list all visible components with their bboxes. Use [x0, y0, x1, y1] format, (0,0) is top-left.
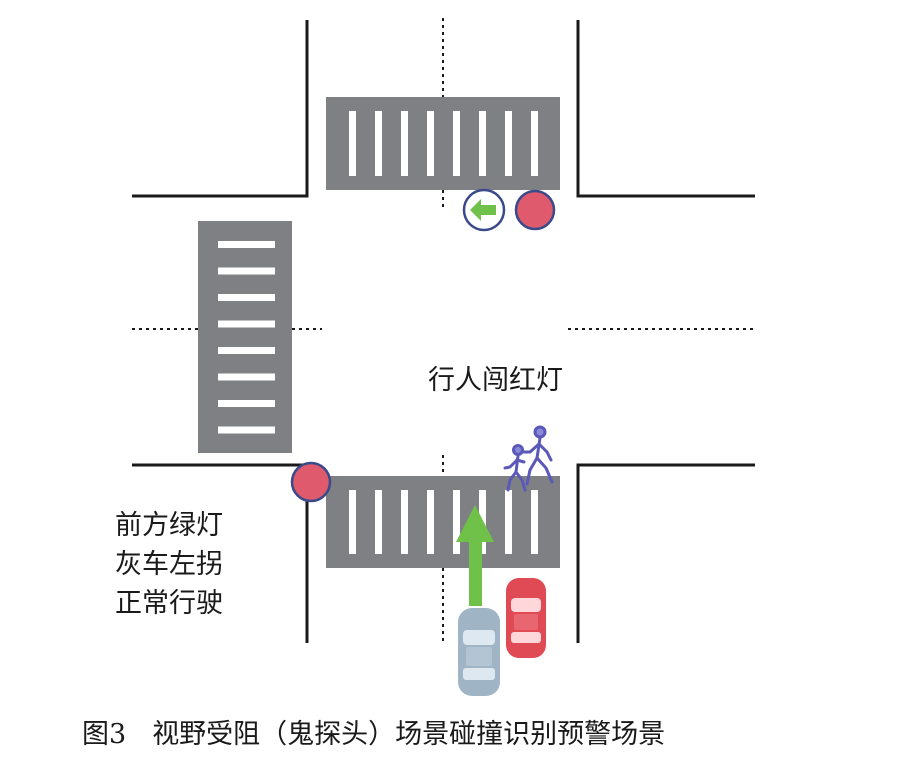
- crosswalk-stripe: [427, 111, 434, 176]
- crosswalk-west: [198, 221, 292, 453]
- road-edge-se: [576, 463, 755, 643]
- figure-caption: 图3 视野受阻（鬼探头）场景碰撞识别预警场景: [82, 712, 665, 751]
- intersection-svg: [132, 18, 755, 696]
- crosswalk-north: [326, 97, 560, 190]
- crosswalk-stripe: [453, 490, 460, 554]
- car-icon: [458, 608, 500, 696]
- crosswalk-stripe: [401, 490, 408, 554]
- crosswalk-stripe: [531, 490, 538, 554]
- center-lines: [132, 18, 755, 643]
- pedestrian-red-light-label: 行人闯红灯: [428, 365, 563, 396]
- road-edge-nw: [132, 20, 309, 198]
- crosswalk-stripe: [505, 111, 512, 176]
- left-note-line-3: 正常行驶: [115, 588, 223, 619]
- road-edge-ne: [576, 20, 755, 198]
- up-arrow-icon: [456, 505, 494, 606]
- crosswalk-stripe: [375, 490, 382, 554]
- crosswalk-stripe: [427, 490, 434, 554]
- car-icon: [506, 578, 546, 658]
- crosswalk-stripe: [349, 111, 356, 176]
- crosswalk-stripe: [401, 111, 408, 176]
- pedestrians-icon: [503, 425, 554, 492]
- red-light-icon: [514, 189, 556, 231]
- crosswalk-stripe: [453, 111, 460, 176]
- figure-caption-text: 视野受阻（鬼探头）场景碰撞识别预警场景: [152, 719, 666, 750]
- crosswalk-south: [326, 476, 560, 568]
- crosswalk-pad: [326, 476, 560, 568]
- crosswalk-stripe: [218, 294, 275, 301]
- crosswalk-pad: [326, 97, 560, 190]
- red-light-icon: [290, 461, 332, 503]
- crosswalk-stripe: [218, 400, 275, 407]
- crosswalk-stripe: [218, 241, 275, 248]
- crosswalk-stripe: [505, 490, 512, 554]
- left-note-line-1: 前方绿灯: [115, 510, 223, 541]
- left-note-line-2: 灰车左拐: [115, 549, 223, 580]
- crosswalk-stripe: [218, 267, 275, 275]
- crosswalk-pad: [198, 221, 292, 453]
- crosswalk-stripe: [349, 490, 356, 554]
- crosswalk-stripe: [218, 320, 275, 328]
- crosswalk-stripe: [375, 111, 382, 176]
- crosswalk-stripe: [218, 347, 275, 354]
- crosswalk-stripe: [218, 373, 275, 381]
- crosswalk-stripe: [479, 111, 486, 176]
- green-left-arrow-icon: [462, 188, 506, 232]
- crosswalk-stripe: [531, 111, 538, 176]
- crosswalk-stripe: [218, 426, 275, 434]
- figure-number: 图3: [82, 719, 127, 750]
